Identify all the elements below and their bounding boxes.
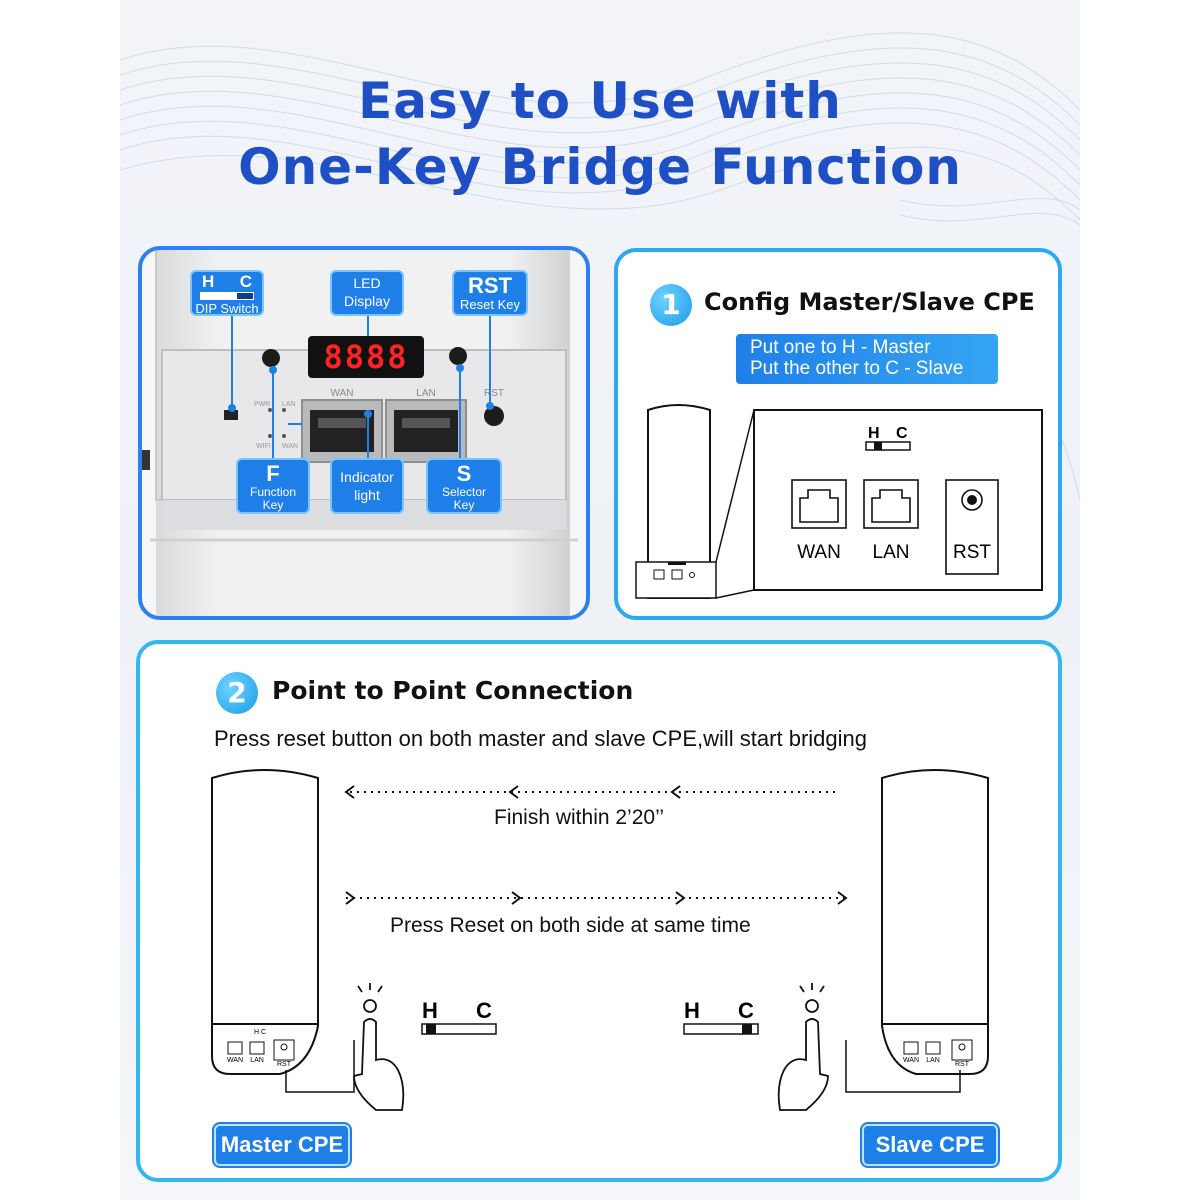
indicator-label-pwr: PWR — [254, 401, 270, 408]
step2-heading: Point to Point Connection — [272, 676, 634, 705]
master-mini-rst: RST — [277, 1061, 292, 1068]
function-key-line2: Key — [262, 498, 284, 513]
dip-switch-callout: H C DIP Switch — [190, 270, 264, 316]
slave-cpe-label: Slave CPE — [862, 1124, 998, 1166]
indicator-label-wifi: WIFI — [256, 443, 271, 450]
lan-port-icon — [863, 479, 919, 529]
master-mini-hc: H C — [254, 1029, 266, 1036]
master-hand-press-icon — [353, 983, 405, 1111]
port-label-wan: WAN — [331, 388, 354, 399]
slave-mini-lan: LAN — [926, 1057, 940, 1064]
indicator-line2: light — [354, 487, 380, 504]
dip-switch-label: DIP Switch — [195, 300, 259, 316]
port-label-rst: RST — [484, 388, 504, 399]
reset-key-button[interactable] — [484, 406, 504, 426]
device-panel: WAN LAN RST PWR LAN WIFI WAN 888 — [138, 246, 590, 620]
step1-port-lan: LAN — [873, 542, 910, 563]
step2-diagram: WAN LAN RST H C WAN LAN RST — [211, 769, 989, 1111]
page-title-line1: Easy to Use with — [358, 72, 842, 130]
left-arrowheads — [344, 785, 681, 799]
step1-number: 1 — [650, 284, 692, 326]
led-display-line1: LED — [353, 275, 381, 291]
function-key-big: F — [266, 461, 280, 486]
reset-key-big: RST — [468, 273, 512, 298]
step1-panel: 1 Config Master/Slave CPE Put one to H -… — [614, 248, 1062, 620]
selector-key-line2: Key — [453, 498, 475, 513]
step2-description: Press reset button on both master and sl… — [214, 726, 867, 751]
reset-key-callout: RST Reset Key — [452, 270, 528, 316]
selector-key-big: S — [456, 461, 472, 486]
slave-dip-switch — [683, 1023, 759, 1035]
function-key-line1: Function — [249, 485, 297, 500]
dip-switch-c: C — [239, 272, 252, 291]
indicator-label-wan: WAN — [282, 443, 298, 450]
master-mini-lan: LAN — [250, 1057, 264, 1064]
indicator-line1: Indicator — [340, 469, 394, 485]
slave-switch-h: H — [684, 998, 700, 1023]
indicator-callout: Indicator light — [330, 458, 404, 514]
master-switch-h: H — [422, 998, 438, 1023]
master-switch-c: C — [476, 998, 492, 1023]
step1-port-rst: RST — [953, 542, 991, 563]
slave-cpe-device: WAN LAN RST — [845, 769, 989, 1093]
slave-mini-rst: RST — [955, 1061, 970, 1068]
slave-mini-wan: WAN — [903, 1057, 919, 1064]
selector-key-button[interactable] — [449, 347, 467, 365]
step1-heading: Config Master/Slave CPE — [704, 288, 1035, 316]
function-key-callout: F Function Key — [236, 458, 310, 514]
master-cpe-device: WAN LAN RST H C — [211, 769, 355, 1093]
port-label-lan: LAN — [416, 388, 435, 399]
rst-hole-icon — [961, 489, 983, 511]
right-arrowheads — [345, 891, 848, 905]
step1-instruction-line2: Put the other to C - Slave — [750, 357, 964, 379]
step1-switch-c: C — [896, 425, 908, 442]
page-title-line2: One-Key Bridge Function — [238, 138, 962, 196]
wan-port-icon — [791, 479, 847, 529]
slave-hand-press-icon — [777, 983, 829, 1111]
step1-port-wan: WAN — [797, 542, 841, 563]
dip-switch-h: H — [202, 272, 215, 291]
reset-key-label: Reset Key — [460, 297, 520, 313]
step1-instruction-line1: Put one to H - Master — [750, 337, 931, 358]
slave-switch-c: C — [738, 998, 754, 1023]
step1-switch-h: H — [868, 425, 880, 442]
finish-text: Finish within 2’20’’ — [494, 806, 665, 829]
selector-key-line1: Selector — [441, 485, 487, 500]
led-display-digits: 8888 — [308, 336, 424, 378]
dip-switch-hardware[interactable] — [224, 410, 238, 420]
function-key-button[interactable] — [262, 349, 280, 367]
step2-number: 2 — [216, 672, 258, 714]
led-display-callout: LED Display — [330, 270, 404, 316]
step1-instruction: Put one to H - Master Put the other to C… — [736, 334, 998, 384]
step1-diagram: H C WAN LAN RST — [635, 404, 1043, 599]
master-dip-switch — [421, 1023, 497, 1035]
master-mini-wan: WAN — [227, 1057, 243, 1064]
indicator-label-lan: LAN — [282, 401, 296, 408]
led-display-line2: Display — [344, 293, 390, 310]
step2-panel: 2 Point to Point Connection Press reset … — [136, 640, 1062, 1182]
selector-key-callout: S Selector Key — [426, 458, 502, 514]
master-cpe-label: Master CPE — [214, 1124, 350, 1166]
press-text: Press Reset on both side at same time — [390, 914, 751, 937]
